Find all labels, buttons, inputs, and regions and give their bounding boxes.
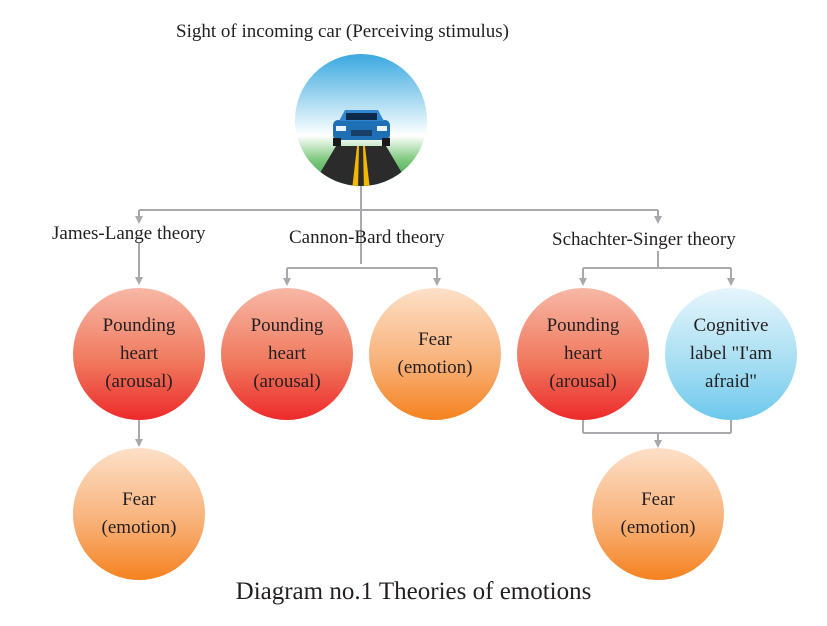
node-text-line: Fear xyxy=(418,329,452,350)
node-text-line: Pounding xyxy=(546,315,620,336)
diagram-caption: Diagram no.1 Theories of emotions xyxy=(235,578,592,605)
node-text-line: afraid" xyxy=(704,371,758,392)
node-text-line: (arousal) xyxy=(253,371,321,392)
cannon-bard-title: Cannon-Bard theory xyxy=(289,227,445,248)
node-text-line: (arousal) xyxy=(549,371,617,392)
node-text-line: Pounding xyxy=(250,315,324,336)
node-text-line: (emotion) xyxy=(101,517,177,538)
node-text-line: heart xyxy=(120,343,158,364)
car-on-road-icon xyxy=(310,110,412,186)
node-text-line: (emotion) xyxy=(620,517,696,538)
node-text-line: Pounding xyxy=(102,315,176,336)
schachter-singer-arousal-node: Pounding heart (arousal) xyxy=(517,288,649,420)
connector-lines xyxy=(135,186,735,448)
stimulus-image xyxy=(295,54,427,186)
node-text-line: heart xyxy=(564,343,602,364)
node-text-line: (arousal) xyxy=(105,371,173,392)
cannon-bard-emotion-node: Fear (emotion) xyxy=(369,288,501,420)
james-lange-arousal-node: Pounding heart (arousal) xyxy=(73,288,205,420)
stimulus-title: Sight of incoming car (Perceiving stimul… xyxy=(176,21,509,42)
james-lange-title: James-Lange theory xyxy=(52,223,206,244)
node-text-line: Cognitive xyxy=(693,315,769,336)
node-text-line: heart xyxy=(268,343,306,364)
node-text-line: Fear xyxy=(122,489,156,510)
node-text-line: (emotion) xyxy=(397,357,473,378)
node-text-line: Fear xyxy=(641,489,675,510)
james-lange-emotion-node: Fear (emotion) xyxy=(73,448,205,580)
cannon-bard-arousal-node: Pounding heart (arousal) xyxy=(221,288,353,420)
schachter-singer-cognition-node: Cognitive label "I'am afraid" xyxy=(665,288,797,420)
node-text-line: label "I'am xyxy=(689,343,773,364)
schachter-singer-emotion-node: Fear (emotion) xyxy=(592,448,724,580)
schachter-singer-title: Schachter-Singer theory xyxy=(552,229,736,250)
